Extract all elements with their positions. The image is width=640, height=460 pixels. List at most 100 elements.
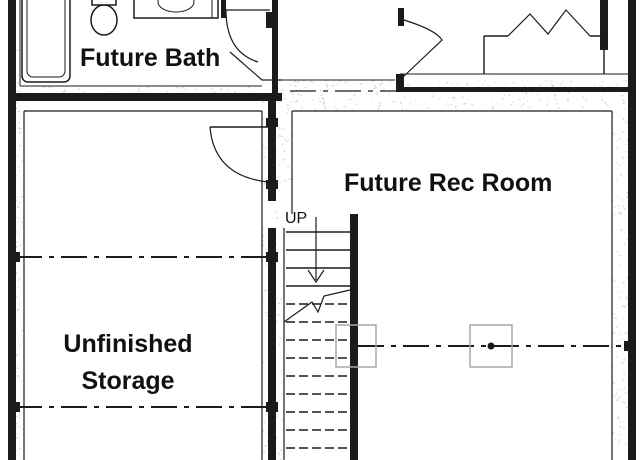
- speckle-dot: [20, 160, 22, 163]
- speckle-dot: [265, 238, 267, 240]
- speckle-dot: [283, 97, 286, 100]
- speckle-dot: [622, 379, 625, 382]
- speckle-dot: [616, 182, 618, 184]
- speckle-dot: [279, 242, 281, 244]
- speckle-dot: [18, 282, 20, 284]
- speckle-dot: [621, 94, 624, 97]
- speckle-dot: [450, 83, 453, 86]
- speckle-dot: [16, 333, 18, 335]
- speckle-dot: [185, 88, 187, 91]
- speckle-dot: [613, 415, 615, 417]
- speckle-dot: [566, 98, 569, 101]
- speckle-dot: [22, 269, 24, 271]
- inner-outlines: [19, 0, 630, 460]
- speckle-dot: [18, 447, 21, 450]
- speckle-dot: [615, 162, 617, 164]
- speckle-dot: [455, 109, 457, 111]
- speckle-dot: [285, 140, 288, 143]
- speckle-dot: [612, 256, 614, 258]
- speckle-dot: [623, 373, 626, 376]
- speckle-dot: [342, 106, 344, 108]
- speckle-dot: [399, 101, 402, 104]
- speckle-dot: [275, 210, 277, 213]
- speckle-dot: [113, 91, 115, 93]
- speckle-dot: [291, 102, 293, 104]
- speckle-dot: [28, 91, 30, 93]
- speckle-dot: [551, 84, 553, 86]
- speckle-dot: [549, 109, 552, 111]
- speckle-dot: [616, 339, 619, 342]
- speckle-dot: [312, 99, 314, 101]
- speckle-dot: [564, 85, 565, 87]
- speckle-dot: [352, 101, 354, 103]
- speckle-dot: [407, 84, 410, 86]
- speckle-dot: [18, 235, 21, 238]
- speckle-dot: [623, 143, 625, 145]
- speckle-dot: [336, 98, 338, 100]
- speckle-dot: [17, 121, 20, 123]
- speckle-dot: [376, 93, 379, 95]
- speckle-dot: [18, 202, 21, 204]
- speckle-dot: [280, 369, 283, 371]
- speckle-dot: [347, 99, 349, 101]
- speckle-dot: [369, 82, 371, 84]
- speckle-dot: [371, 97, 373, 99]
- speckle-dot: [512, 101, 514, 103]
- speckle-dot: [263, 421, 266, 423]
- speckle-dot: [622, 117, 625, 120]
- speckle-dot: [620, 212, 622, 214]
- closet-wall-right: [483, 35, 605, 74]
- speckle-dot: [18, 413, 21, 415]
- speckle-dot: [278, 302, 281, 305]
- speckle-dot: [522, 92, 524, 94]
- speckle-dot: [562, 80, 564, 83]
- speckle-dot: [21, 226, 23, 228]
- speckle-dot: [279, 373, 281, 374]
- speckle-dot: [287, 178, 290, 180]
- speckle-dot: [276, 332, 278, 334]
- speckle-dot: [417, 97, 419, 99]
- speckle-dot: [22, 161, 24, 163]
- speckle-dot: [263, 300, 265, 302]
- speckle-dot: [19, 219, 21, 221]
- speckle-dot: [615, 438, 617, 440]
- stair[interactable]: [286, 231, 350, 449]
- speckle-dot: [341, 101, 343, 103]
- speckle-dot: [227, 89, 229, 92]
- speckle-dot: [282, 316, 284, 318]
- speckle-dot: [582, 96, 584, 98]
- speckle-dot: [294, 101, 296, 103]
- speckle-dot: [19, 334, 22, 336]
- speckle-dot: [564, 91, 567, 94]
- speckle-dot: [615, 168, 617, 170]
- speckle-dot: [457, 105, 459, 107]
- speckle-dot: [278, 176, 280, 178]
- bifold-door: [507, 9, 591, 37]
- speckle-dot: [20, 201, 22, 203]
- speckle-dot: [392, 101, 395, 103]
- speckle-dot: [219, 88, 222, 91]
- speckle-dot: [138, 87, 140, 90]
- speckle-dot: [626, 168, 628, 171]
- speckle-dot: [488, 85, 491, 87]
- speckle-dot: [521, 80, 524, 82]
- speckle-dot: [16, 124, 18, 127]
- speckle-dot: [294, 85, 297, 87]
- speckle-dot: [551, 81, 553, 83]
- speckle-dot: [619, 363, 621, 365]
- speckle-dot: [626, 121, 628, 124]
- speckle-dot: [624, 305, 626, 308]
- speckle-dot: [613, 313, 616, 315]
- speckle-dot: [374, 84, 377, 87]
- speckle-dot: [16, 449, 18, 451]
- speckle-dot: [623, 232, 625, 235]
- speckle-dot: [264, 177, 267, 180]
- stair-up-label: UP: [285, 210, 307, 227]
- upper-right-bottom-wall: [400, 87, 630, 92]
- speckle-dot: [626, 192, 629, 195]
- speckle-dot: [288, 109, 290, 112]
- speckle-dot: [490, 92, 491, 94]
- stair-right-stringer: [350, 214, 358, 460]
- storage-stair-wall-lower: [268, 228, 276, 460]
- speckle-dot: [296, 81, 299, 83]
